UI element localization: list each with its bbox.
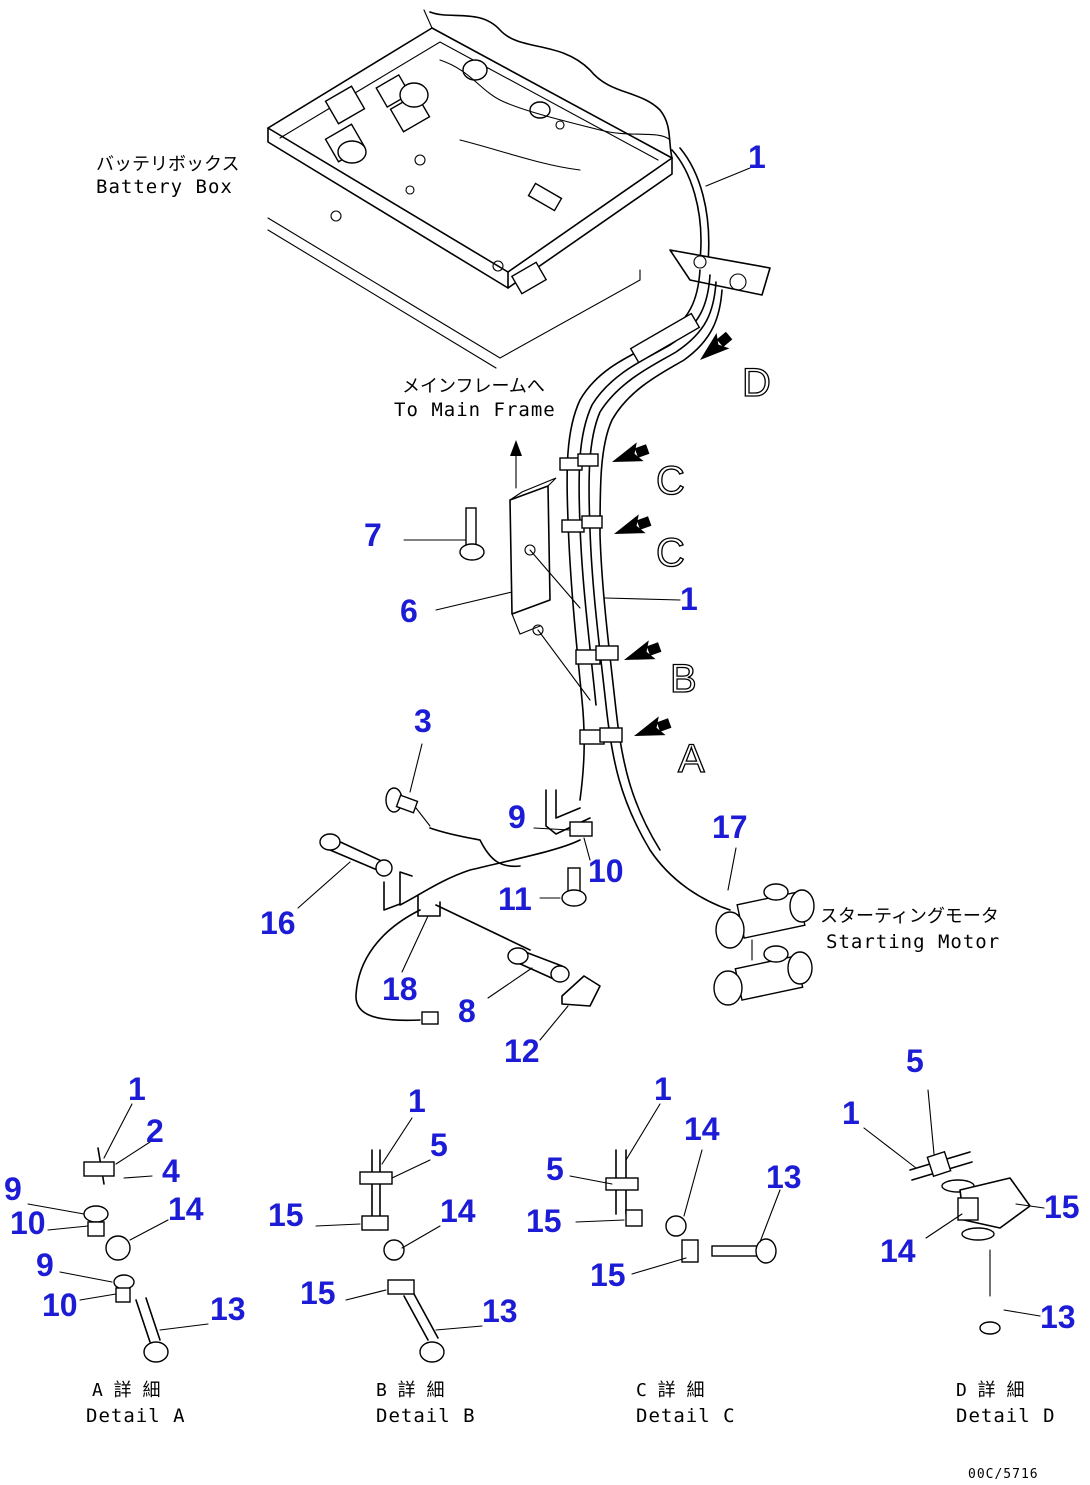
detail-c-part-15-upper: 15 <box>526 1203 562 1239</box>
detail-c-part-1: 1 <box>654 1071 672 1107</box>
detail-b-title-en: Detail B <box>376 1405 476 1427</box>
part-number-7: 7 <box>364 517 382 553</box>
detail-a-part-2: 2 <box>146 1113 164 1149</box>
part-number-12: 12 <box>504 1033 540 1069</box>
part-number-1-top: 1 <box>748 139 766 175</box>
drawing-code: 00C/5716 <box>968 1467 1039 1482</box>
view-label-b: B <box>670 657 697 701</box>
detail-d-title-jp: D 詳 細 <box>956 1380 1025 1401</box>
starting-motor-label-jp: スターティングモータ <box>820 906 999 927</box>
main-frame-label-jp: メインフレームへ <box>402 376 545 397</box>
view-arrows <box>612 331 733 736</box>
detail-a-part-10-upper: 10 <box>10 1205 46 1241</box>
part-number-11: 11 <box>498 881 532 917</box>
detail-a-title-jp: A 詳 細 <box>92 1380 161 1401</box>
view-label-a: A <box>678 737 705 781</box>
detail-c-title-jp: C 詳 細 <box>636 1380 705 1401</box>
detail-b-title-jp: B 詳 細 <box>376 1380 445 1401</box>
detail-c-part-5: 5 <box>546 1151 564 1187</box>
part-number-3: 3 <box>414 703 432 739</box>
detail-b-part-14: 14 <box>440 1193 476 1229</box>
main-frame-label-en: To Main Frame <box>394 399 556 421</box>
detail-c-part-15-lower: 15 <box>590 1257 626 1293</box>
detail-d-drawing <box>863 1089 1045 1335</box>
part-number-17: 17 <box>712 809 748 845</box>
detail-a-part-14: 14 <box>168 1191 204 1227</box>
part-number-9: 9 <box>508 799 526 835</box>
part-number-16: 16 <box>260 905 296 941</box>
small-parts-drawing <box>319 787 601 1007</box>
detail-b-part-5: 5 <box>430 1127 448 1163</box>
detail-b-part-13: 13 <box>482 1293 518 1329</box>
detail-d-part-15: 15 <box>1044 1189 1080 1225</box>
detail-d-part-5: 5 <box>906 1043 924 1079</box>
detail-a-part-1: 1 <box>128 1071 146 1107</box>
detail-c-title-en: Detail C <box>636 1405 736 1427</box>
leader-lines <box>297 167 751 1041</box>
detail-a-part-13: 13 <box>210 1291 246 1327</box>
part-number-10: 10 <box>588 853 624 889</box>
detail-b-part-15-upper: 15 <box>268 1197 304 1233</box>
starting-motor-drawing <box>713 883 815 1006</box>
detail-c-part-14: 14 <box>684 1111 720 1147</box>
detail-b-drawing <box>315 1117 483 1363</box>
battery-box-drawing <box>267 9 673 369</box>
detail-c-part-13: 13 <box>766 1159 802 1195</box>
detail-d-part-13: 13 <box>1040 1299 1076 1335</box>
battery-box-label-jp: バッテリボックス <box>96 154 239 175</box>
battery-box-label-en: Battery Box <box>96 176 233 198</box>
view-label-c-upper: C <box>656 459 685 503</box>
part-number-18: 18 <box>382 971 418 1007</box>
part-number-8: 8 <box>458 993 476 1029</box>
view-label-c-lower: C <box>656 531 685 575</box>
detail-a-title-en: Detail A <box>86 1405 186 1427</box>
detail-c-drawing <box>569 1103 781 1275</box>
detail-b-part-1: 1 <box>408 1083 426 1119</box>
detail-d-part-14: 14 <box>880 1233 916 1269</box>
detail-a-drawing <box>27 1103 209 1363</box>
part-number-6: 6 <box>400 593 418 629</box>
detail-a-part-4: 4 <box>162 1153 180 1189</box>
detail-b-part-15-lower: 15 <box>300 1275 336 1311</box>
starting-motor-label-en: Starting Motor <box>826 931 1000 953</box>
bracket-drawing <box>459 440 591 701</box>
detail-a-part-10-lower: 10 <box>42 1287 78 1323</box>
view-label-d: D <box>742 361 771 405</box>
detail-a-part-9-upper: 9 <box>4 1171 22 1207</box>
detail-d-part-1: 1 <box>842 1095 860 1131</box>
detail-d-title-en: Detail D <box>956 1405 1056 1427</box>
harness-drawing <box>355 147 771 1025</box>
part-number-1-mid: 1 <box>680 581 698 617</box>
detail-a-part-9-lower: 9 <box>36 1247 54 1283</box>
